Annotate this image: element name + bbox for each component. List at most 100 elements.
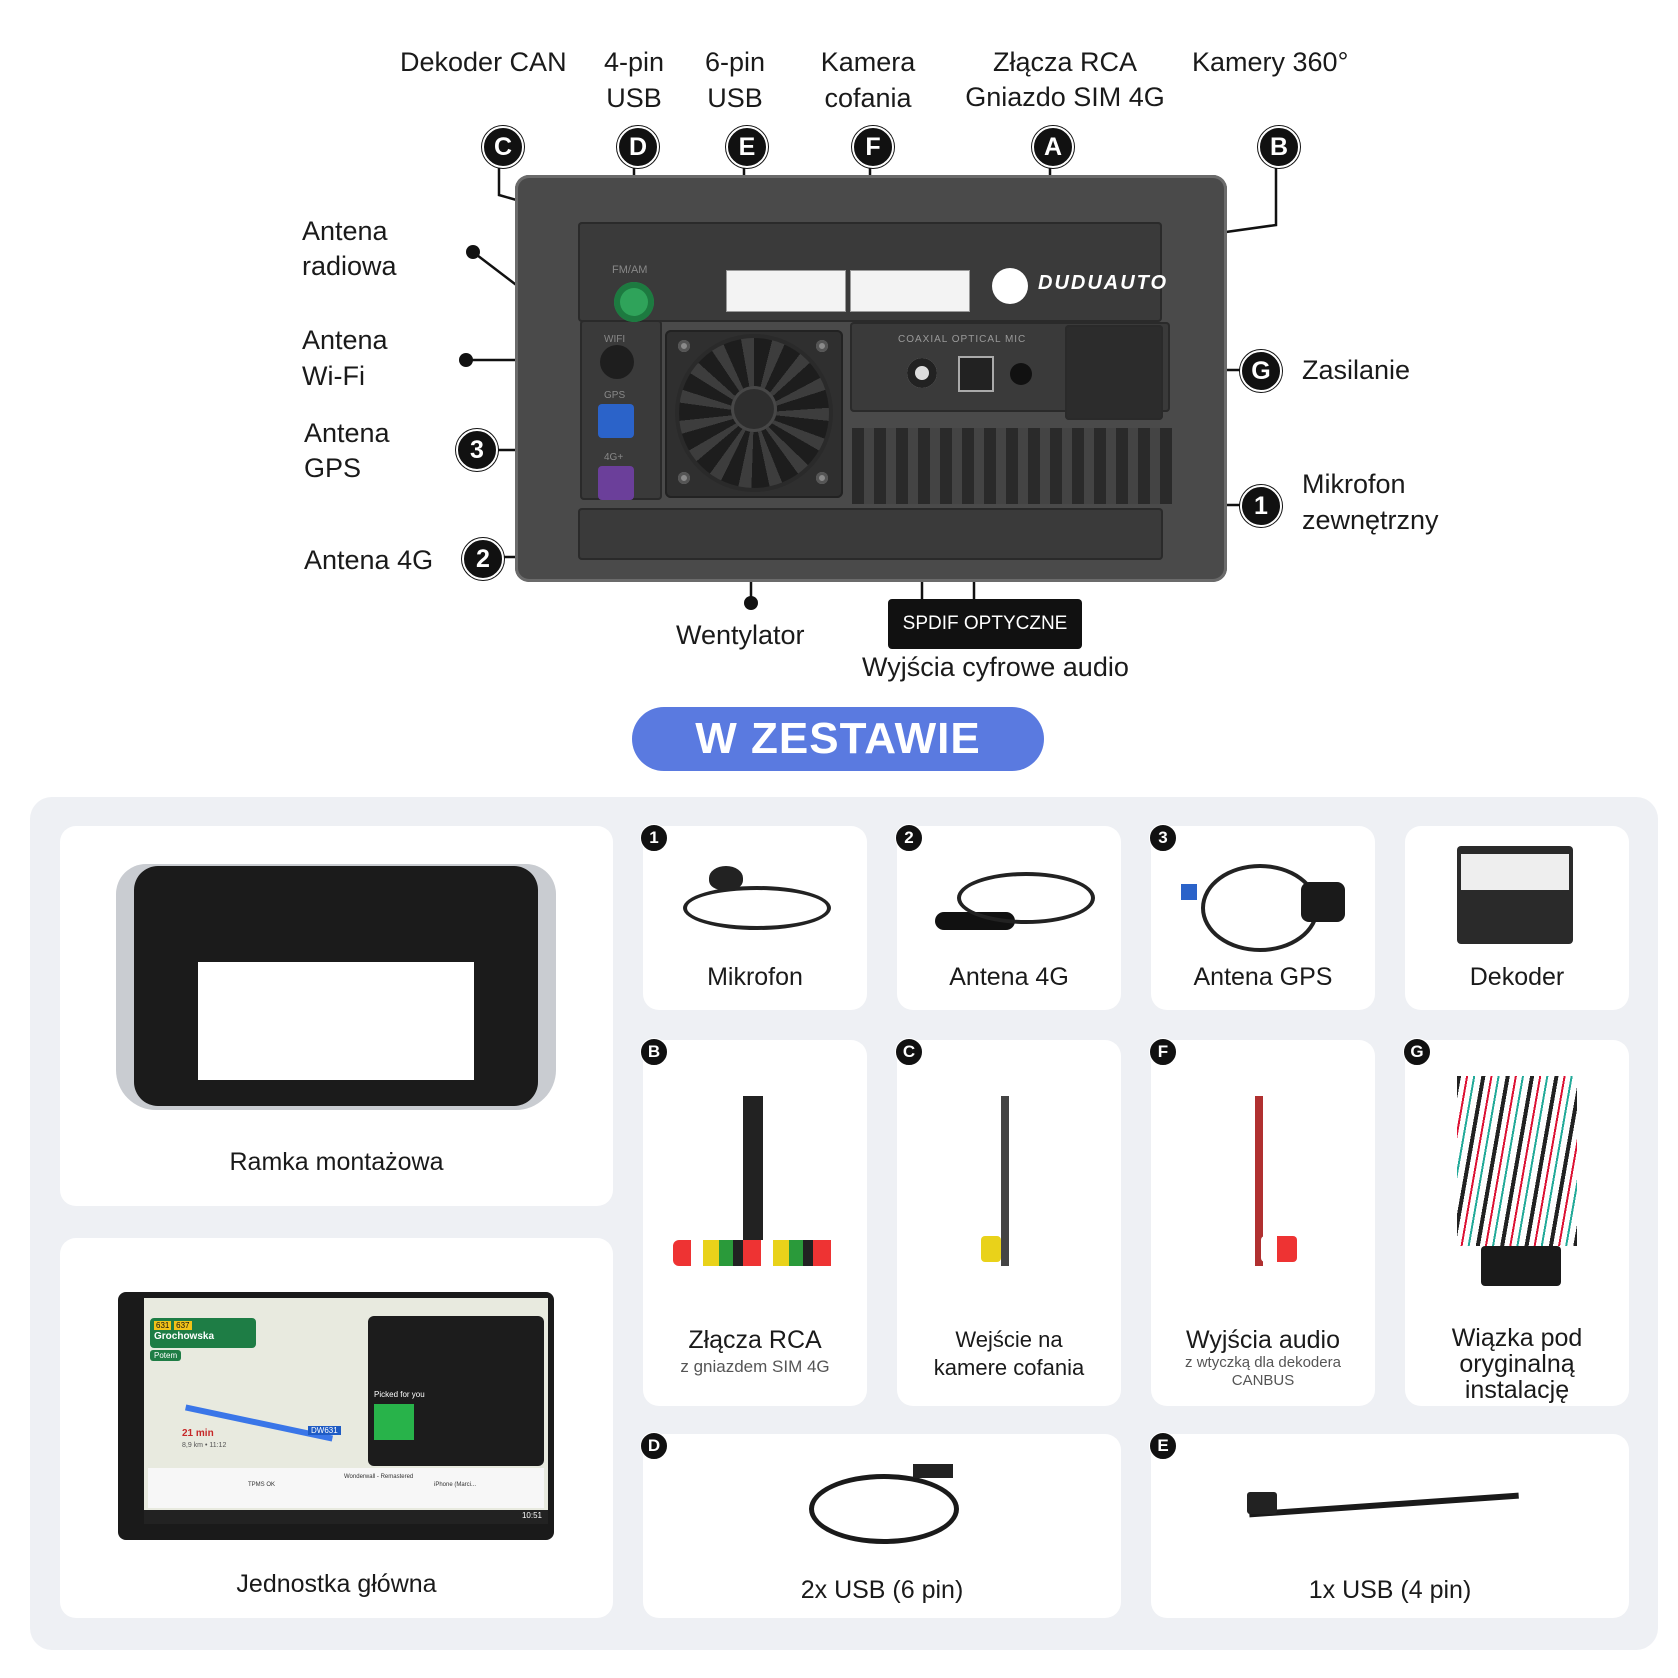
port-label-gps: GPS: [604, 390, 626, 401]
label-zasilanie: Zasilanie: [1302, 355, 1411, 385]
label-antena-wifi-1: Antena: [302, 325, 388, 355]
harness-image: [1457, 1076, 1577, 1246]
route-a: 631: [154, 1321, 172, 1330]
cooling-fan: [665, 330, 843, 498]
port-label-wifi: WIFI: [604, 334, 626, 345]
frame-opening: [198, 962, 474, 1080]
wifi-antenna-port: [600, 345, 634, 379]
kit-ramka-label: Ramka montażowa: [229, 1148, 444, 1176]
port-label-4g: 4G+: [604, 452, 624, 463]
badge-d: D: [617, 126, 659, 168]
eta: 21 min: [182, 1428, 214, 1439]
music-widget: Picked for you: [368, 1316, 544, 1466]
device-bottom-plate: [578, 508, 1163, 560]
dot-wentylator: [744, 596, 758, 610]
kit-jednostka-label: Jednostka główna: [236, 1570, 437, 1598]
camera-cable-image: [1001, 1096, 1009, 1266]
brand-logo: DUDUAUTO: [1038, 272, 1169, 294]
device-power-socket: [1065, 325, 1163, 420]
label-antena-radiowa-2: radiowa: [302, 251, 397, 281]
badge-b: B: [1258, 126, 1300, 168]
label-usb6-line2: USB: [707, 83, 763, 113]
label-rca-line2: Gniazdo SIM 4G: [965, 82, 1165, 112]
label-kamery-360: Kamery 360°: [1192, 47, 1349, 77]
kit-badge-e: E: [1149, 1432, 1177, 1460]
gps-plug-image: [1181, 884, 1197, 900]
card-usb6: 2x USB (6 pin): [643, 1434, 1121, 1618]
tpms: TPMS OK: [248, 1482, 276, 1488]
picked-for-you: Picked for you: [374, 1390, 425, 1399]
nav-next: Potem: [150, 1350, 182, 1361]
taskbar: 10:51: [144, 1510, 548, 1524]
4g-antenna-port: [598, 466, 634, 500]
badge-3: 3: [456, 429, 498, 471]
card-antena-4g: Antena 4G: [897, 826, 1121, 1010]
label-usb6-line1: 6-pin: [704, 47, 766, 77]
port-label-audio: COAXIAL OPTICAL MIC: [898, 334, 1027, 345]
label-kamera-line2: cofania: [824, 83, 912, 113]
audio-cable-image: [1255, 1096, 1263, 1266]
decoder-sticker: [1461, 854, 1569, 890]
kit-audio-sub-1: z wtyczką dla dekodera: [1185, 1354, 1341, 1371]
kit-audio-title: Wyjścia audio: [1185, 1326, 1340, 1354]
kit-kamera-1: Wejście na: [955, 1327, 1063, 1352]
kit-badge-c: C: [895, 1038, 923, 1066]
kit-rca-title: Złącza RCA: [688, 1326, 822, 1354]
duduauto-logo-icon: [992, 268, 1028, 304]
kit-kamera-2: kamere cofania: [933, 1355, 1085, 1380]
card-rca: Złącza RCA z gniazdem SIM 4G: [643, 1040, 867, 1406]
kit-wiazka-3: instalację: [1464, 1376, 1570, 1404]
card-kamera: Wejście na kamere cofania: [897, 1040, 1121, 1406]
mic-cable-image: [683, 886, 831, 930]
mic-port: [1010, 363, 1032, 385]
label-kamera-line1: Kamera: [820, 47, 916, 77]
badge-a: A: [1032, 126, 1074, 168]
badge-1: 1: [1240, 485, 1282, 527]
rca-cable-image: [743, 1096, 763, 1246]
label-antena-4g: Antena 4G: [304, 545, 434, 575]
label-wentylator: Wentylator: [676, 620, 805, 650]
kit-audio-sub-2: CANBUS: [1231, 1372, 1295, 1389]
badge-e: E: [726, 126, 768, 168]
badge-2: 2: [462, 538, 504, 580]
card-jednostka: 631 637 Grochowska Potem DW631 21 min 8,…: [60, 1238, 613, 1618]
label-usb4-line2: USB: [606, 83, 662, 113]
playlist-cover: [374, 1404, 414, 1440]
phone: iPhone (Marci...: [434, 1482, 477, 1488]
kit-wiazka-1: Wiązka pod: [1451, 1324, 1583, 1352]
nav-street: Grochowska: [154, 1331, 215, 1342]
label-antena-radiowa-1: Antena: [302, 216, 388, 246]
rca-plugs-image: [673, 1240, 837, 1266]
coaxial-port: [907, 358, 937, 388]
card-audio: Wyjścia audio z wtyczką dla dekodera CAN…: [1151, 1040, 1375, 1406]
badge-c: C: [482, 126, 524, 168]
label-dekoder-can: Dekoder CAN: [400, 47, 567, 77]
screw: [816, 472, 828, 484]
port-label-fm: FM/AM: [612, 264, 648, 276]
screw: [678, 472, 690, 484]
kit-badge-1: 1: [640, 824, 668, 852]
card-mikrofon: Mikrofon: [643, 826, 867, 1010]
fm-antenna-port: [614, 282, 654, 322]
kit-dekoder-label: Dekoder: [1469, 963, 1565, 991]
kit-badge-b: B: [640, 1038, 668, 1066]
optical-port: [958, 356, 994, 392]
kit-rca-sub: z gniazdem SIM 4G: [680, 1357, 830, 1376]
kit-antenagps-label: Antena GPS: [1193, 963, 1333, 991]
4g-cable-image: [957, 872, 1095, 924]
card-ramka: Ramka montażowa: [60, 826, 613, 1206]
mic-head-image: [709, 866, 743, 890]
badge-g: G: [1240, 350, 1282, 392]
kit-badge-d: D: [640, 1432, 668, 1460]
widget-row: TPMS OK Wonderwall - Remastered iPhone (…: [148, 1468, 544, 1508]
label-antena-wifi-2: Wi-Fi: [302, 361, 365, 391]
dot-antena-wifi: [459, 353, 473, 367]
gps-receiver-image: [1301, 882, 1345, 922]
kit-usb6-label: 2x USB (6 pin): [800, 1576, 964, 1604]
kit-wiazka-2: oryginalną: [1459, 1350, 1575, 1378]
kit-badge-3: 3: [1149, 824, 1177, 852]
screw: [678, 340, 690, 352]
harness-plug-image: [1481, 1246, 1561, 1286]
label-rca-line1: Złącza RCA: [992, 47, 1138, 77]
label-usb4-line1: 4-pin: [603, 47, 665, 77]
